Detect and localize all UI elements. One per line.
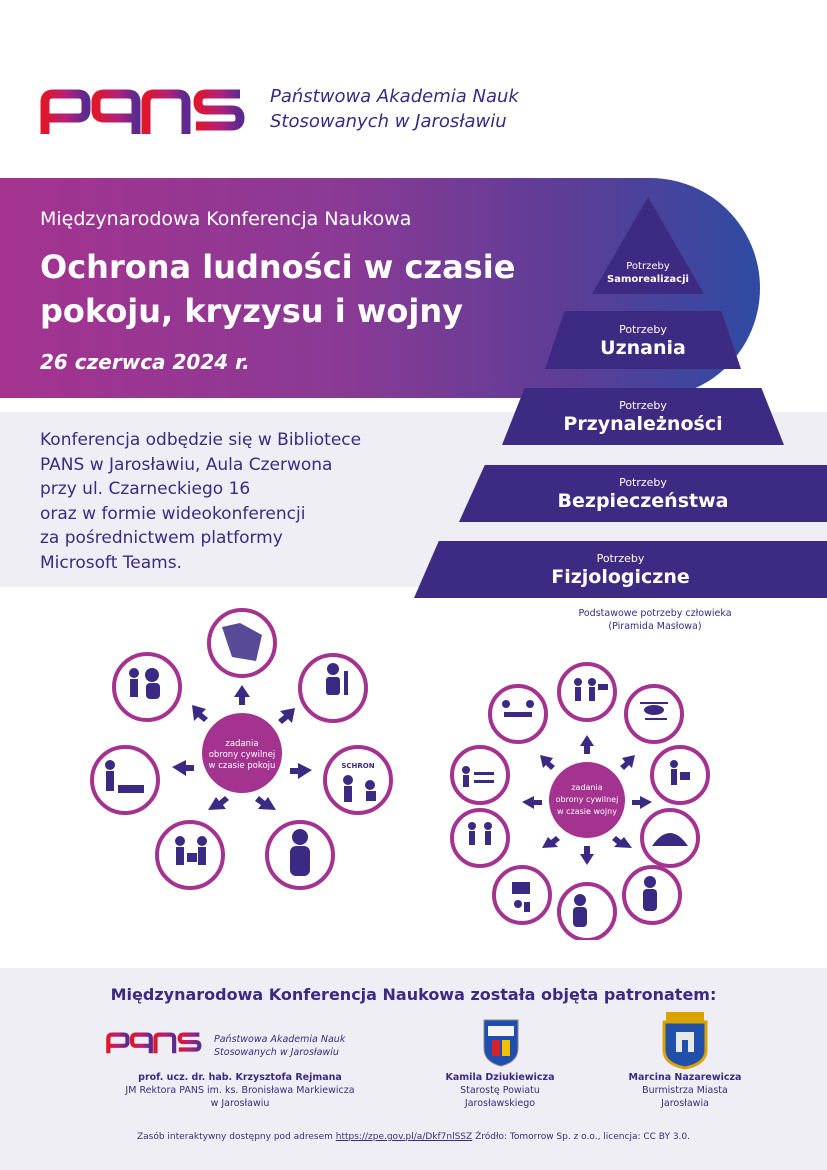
arrow-icon — [172, 760, 194, 776]
arrow-icon — [234, 685, 250, 705]
pyramid-level-big: Bezpieczeństwa — [557, 490, 729, 512]
pans-logo-small-text: Państwowa Akademia Nauk Stosowanych w Ja… — [214, 1033, 345, 1059]
logo-small-line-1: Państwowa Akademia Nauk — [214, 1034, 346, 1045]
peace-arrows — [172, 685, 312, 810]
war-center-line-2: obrony cywilnej — [556, 795, 619, 804]
arrow-icon — [540, 755, 555, 770]
pyramid-level-2: Potrzeby Uznania — [545, 311, 741, 369]
pyramid-level-small: Potrzeby — [596, 552, 645, 565]
patron-mayor: Marcina Nazarewicza Burmistrza Miasta Ja… — [600, 1071, 770, 1110]
shelter-icon — [323, 745, 393, 815]
peace-center-line-3: w czasie pokoju — [209, 761, 276, 771]
title-line-1: Ochrona ludności w czasie — [40, 248, 516, 286]
arrow-icon — [580, 846, 594, 865]
pyramid-level-big: Fizjologiczne — [551, 566, 690, 588]
peace-tasks-diagram: zadania obrony cywilnej w czasie pokoju … — [90, 608, 393, 890]
pyramid-level-big: Przynależności — [563, 413, 723, 435]
conference-subtitle: Międzynarodowa Konferencja Naukowa — [40, 208, 412, 230]
arrow-icon — [632, 796, 652, 809]
venue-info: Konferencja odbędzie się w Bibliotece PA… — [40, 428, 440, 575]
patron-rector: prof. ucz. dr. hab. Krzysztofa Rejmana J… — [80, 1071, 400, 1110]
pans-logo-mark-small — [106, 1032, 202, 1054]
footer: Zasób interaktywny dostępny pod adresem … — [0, 1132, 827, 1142]
pyramid-caption: Podstawowe potrzeby człowieka (Piramida … — [530, 607, 780, 633]
pyramid-caption-line: (Piramida Masłowa) — [608, 621, 702, 632]
venue-line: Konferencja odbędzie się w Bibliotece — [40, 430, 362, 450]
well-water-icon — [450, 808, 510, 868]
conference-date: 26 czerwca 2024 r. — [40, 350, 250, 374]
patron-rector-title: JM Rektora PANS im. ks. Bronisława Marki… — [125, 1085, 355, 1096]
pans-logo-small: Państwowa Akademia Nauk Stosowanych w Ja… — [106, 1031, 366, 1067]
conference-title: Ochrona ludności w czasie pokoju, kryzys… — [40, 245, 580, 333]
peace-center: zadania obrony cywilnej w czasie pokoju — [202, 713, 282, 793]
logo-line-2: Stosowanych w Jarosławiu — [270, 111, 507, 132]
pans-logo-mark — [40, 89, 245, 134]
logo-line-1: Państwowa Akademia Nauk — [270, 86, 519, 107]
pyramid-level-3: Potrzeby Przynależności — [502, 388, 784, 445]
shelter-label: SCHRON — [341, 762, 374, 770]
war-center-line-1: zadania — [571, 783, 602, 792]
patron-starost-place: Jarosławskiego — [464, 1098, 536, 1109]
pans-logo-text: Państwowa Akademia Nauk Stosowanych w Ja… — [270, 84, 519, 134]
venue-line: przy ul. Czarneckiego 16 — [40, 479, 251, 499]
arrow-icon — [612, 836, 632, 848]
footer-text: Zasób interaktywny dostępny pod adresem — [136, 1132, 333, 1142]
war-center: zadania obrony cywilnej w czasie wojny — [549, 762, 625, 838]
pyramid-level-big: Uznania — [600, 337, 686, 359]
arrow-icon — [192, 705, 208, 722]
peace-center-line-2: obrony cywilnej — [209, 750, 276, 760]
arrow-icon — [208, 796, 229, 810]
war-arrows — [522, 735, 652, 865]
patron-mayor-title: Burmistrza Miasta — [642, 1085, 728, 1096]
arrow-icon — [620, 755, 635, 770]
venue-line: PANS w Jarosławiu, Aula Czerwona — [40, 454, 333, 475]
peace-center-line-1: zadania — [225, 739, 258, 749]
pyramid-level-1: Potrzeby Samorealizacji — [590, 260, 706, 286]
patron-mayor-place: Jarosławia — [661, 1098, 709, 1109]
pyramid-level-small: Potrzeby — [626, 261, 670, 272]
jaroslaw-county-coat-of-arms-icon — [483, 1019, 519, 1067]
arrow-icon — [580, 735, 594, 754]
pyramid-level-small: Potrzeby — [619, 399, 667, 412]
patron-title: Międzynarodowa Konferencja Naukowa zosta… — [110, 985, 717, 1004]
evacuation-icon — [557, 662, 617, 722]
arrow-icon — [522, 796, 542, 809]
pyramid-level-4: Potrzeby Bezpieczeństwa — [459, 465, 827, 522]
instructor-class-icon — [90, 745, 160, 815]
arrow-icon — [255, 796, 276, 810]
patron-rector-place: w Jarosławiu — [210, 1098, 270, 1109]
pyramid-level-small: Potrzeby — [619, 323, 667, 336]
arrow-icon — [278, 708, 295, 724]
war-icon-circles — [450, 662, 710, 940]
patron-rector-name: prof. ucz. dr. hab. Krzysztofa Rejmana — [138, 1072, 342, 1083]
peace-icon-glyphs: SCHRON — [105, 623, 376, 876]
logo-small-line-2: Stosowanych w Jarosławiu — [214, 1047, 339, 1058]
title-line-2: pokoju, kryzysu i wojny — [40, 292, 463, 330]
pyramid-level-5: Potrzeby Fizjologiczne — [414, 541, 827, 598]
war-tasks-diagram: zadania obrony cywilnej w czasie wojny — [450, 662, 710, 940]
pyramid-level-big: Samorealizacji — [607, 274, 689, 285]
arrow-icon — [290, 763, 312, 779]
footer-link[interactable]: https://zpe.gov.pl/a/Dkf7nlSSZ — [335, 1132, 473, 1142]
jaroslaw-city-coat-of-arms-icon — [662, 1012, 708, 1070]
patron-mayor-name: Marcina Nazarewicza — [628, 1072, 742, 1083]
venue-line: za pośrednictwem platformy — [40, 528, 283, 548]
rubble-rescue-icon — [492, 865, 552, 925]
war-icon-glyphs — [462, 678, 690, 927]
war-center-line-3: w czasie wojny — [557, 807, 617, 816]
pyramid-level-small: Potrzeby — [619, 476, 667, 489]
venue-line: Microsoft Teams. — [40, 552, 182, 573]
pyramid-apex — [592, 197, 704, 294]
pans-logo: Państwowa Akademia Nauk Stosowanych w Ja… — [40, 84, 560, 144]
arrow-icon — [542, 836, 560, 848]
patron-starost: Kamila Dziukiewicza Starostę Powiatu Jar… — [420, 1071, 580, 1110]
patron-starost-name: Kamila Dziukiewicza — [445, 1072, 555, 1083]
venue-line: oraz w formie wideokonferencji — [40, 503, 306, 524]
pyramid-caption-line: Podstawowe potrzeby człowieka — [578, 608, 732, 619]
patron-band — [0, 968, 827, 1170]
patron-starost-title: Starostę Powiatu — [460, 1085, 540, 1096]
footer-source: Źródło: Tomorrow Sp. z o.o., licencja: C… — [475, 1132, 690, 1142]
